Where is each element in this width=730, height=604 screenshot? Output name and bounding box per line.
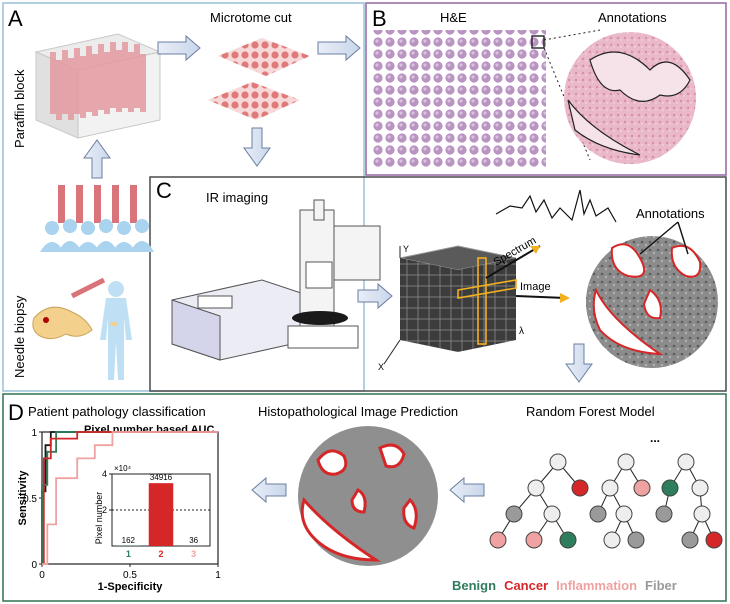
- axis-y-label: Y: [403, 244, 409, 254]
- histo-prediction-title: Histopathological Image Prediction: [258, 404, 458, 419]
- bar-value-label: 162: [122, 536, 136, 545]
- biopsy-cores-icon: [58, 185, 137, 223]
- microtome-cut-label: Microtome cut: [210, 10, 292, 25]
- annotation-pointer-2: [677, 221, 689, 255]
- bar-category-label: 1: [126, 549, 131, 559]
- spectrum-curve: [495, 189, 617, 223]
- bar-category-label: 2: [158, 549, 163, 559]
- image-arrow-line: [515, 295, 567, 299]
- pixel-bar-chart: Pixel number ×10⁴ 2 4 162 1 34916 2 36 3: [94, 464, 211, 559]
- panel-b-frame: [365, 2, 727, 176]
- pancreas-icon: [32, 306, 93, 340]
- zoom-line-top: [543, 29, 601, 41]
- roc-curve-2: [41, 431, 218, 564]
- tissue-section-bottom: [208, 82, 300, 120]
- roc-curve-3: [42, 431, 218, 565]
- spectrum-arrow-line: [485, 245, 541, 279]
- paraffin-block-icon: [34, 33, 162, 139]
- panel-d-frame: [2, 393, 727, 602]
- bar-2: [148, 483, 174, 546]
- arrow-c-down: [565, 343, 593, 383]
- rf-ellipsis: ...: [650, 431, 660, 445]
- panel-a-letter: A: [8, 6, 23, 31]
- rf-model-title: Random Forest Model: [526, 404, 655, 419]
- arrow-cut-to-he: [317, 34, 361, 62]
- ir-imaging-label: IR imaging: [206, 190, 268, 205]
- he-label: H&E: [440, 10, 467, 25]
- roc-y-tick-label: 0: [31, 560, 37, 571]
- roc-y-tick-label: 0.5: [23, 494, 37, 505]
- bar-y-tick-label: 4: [102, 469, 107, 479]
- bar-category-label: 3: [191, 549, 196, 559]
- needle-biopsy-label: Needle biopsy: [12, 295, 27, 378]
- axis-x-line: [383, 339, 401, 365]
- arrow-cut-down: [243, 127, 271, 167]
- ir-microscope-icon: [171, 199, 381, 361]
- annotations-label-c: Annotations: [636, 206, 705, 221]
- axis-lambda-label: λ: [519, 326, 524, 337]
- roc-y-tick-label: 1: [31, 428, 37, 439]
- legend-cancer: Cancer: [504, 578, 548, 593]
- panel-c-frame: [149, 176, 727, 392]
- he-core-image: [564, 32, 696, 164]
- roc-title: Pixel number based AUC: [84, 424, 214, 436]
- bar-value-label: 36: [189, 536, 198, 545]
- legend-inflammation: Inflammation: [556, 578, 637, 593]
- tma-slide: [372, 30, 546, 168]
- tissue-section-top: [218, 38, 310, 76]
- roc-x-tick-label: 1: [215, 570, 221, 581]
- annotations-label-b: Annotations: [598, 10, 667, 25]
- roc-x-tick-label: 0.5: [123, 570, 137, 581]
- human-body-icon: [100, 281, 132, 380]
- bar-ylabel: Pixel number: [94, 492, 104, 545]
- prediction-core-image: [298, 426, 438, 566]
- axis-x-label: X: [378, 362, 384, 372]
- paraffin-block-label: Paraffin block: [12, 69, 27, 148]
- bar-y-multiplier: ×10⁴: [114, 464, 132, 473]
- arrow-microscope-to-cube: [357, 282, 393, 310]
- arrow-histo-to-chart: [251, 476, 287, 504]
- panel-d-letter: D: [8, 400, 24, 425]
- image-label: Image: [520, 281, 551, 293]
- roc-xlabel: 1-Specificity: [98, 581, 164, 593]
- ir-core-image: [586, 236, 718, 368]
- class-legend: Benign Cancer Inflammation Fiber: [452, 578, 677, 593]
- arrow-biopsy-up: [83, 139, 111, 179]
- panel-c-letter: C: [156, 178, 172, 203]
- patients-icon: [40, 219, 154, 252]
- annotation-pointer-1: [639, 221, 679, 255]
- panel-b-letter: B: [372, 6, 387, 31]
- zoom-box: [531, 35, 545, 49]
- arrow-block-to-cut: [157, 34, 201, 62]
- legend-benign: Benign: [452, 578, 496, 593]
- bar-value-label: 34916: [150, 473, 173, 482]
- image-arrowhead: [560, 293, 570, 303]
- spectrum-arrowhead: [530, 246, 540, 254]
- hyperspectral-cube: [399, 245, 517, 352]
- roc-x-tick-label: 0: [39, 570, 45, 581]
- legend-fiber: Fiber: [645, 578, 677, 593]
- arrow-rf-to-histo: [449, 476, 485, 504]
- patient-classification-title: Patient pathology classification: [28, 404, 206, 419]
- roc-ylabel: Sensitivity: [17, 470, 29, 526]
- biopsy-needle-icon: [70, 277, 106, 299]
- bar-y-tick-label: 2: [102, 505, 107, 515]
- roc-curve-4: [42, 431, 218, 565]
- random-forest-diagram: ...: [489, 431, 723, 549]
